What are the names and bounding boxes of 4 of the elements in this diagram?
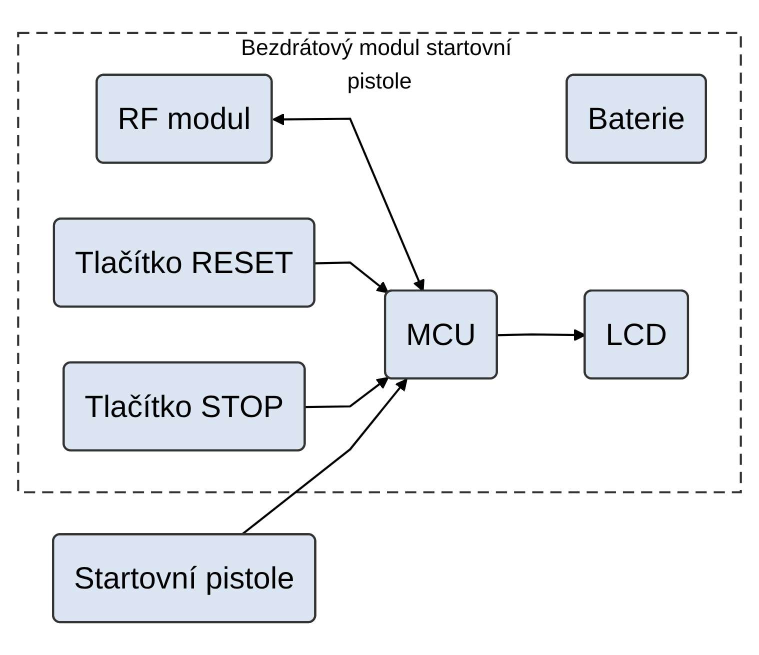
arrow <box>315 262 389 294</box>
arrow <box>272 113 424 292</box>
arrow <box>498 328 586 342</box>
arrow <box>305 376 389 408</box>
